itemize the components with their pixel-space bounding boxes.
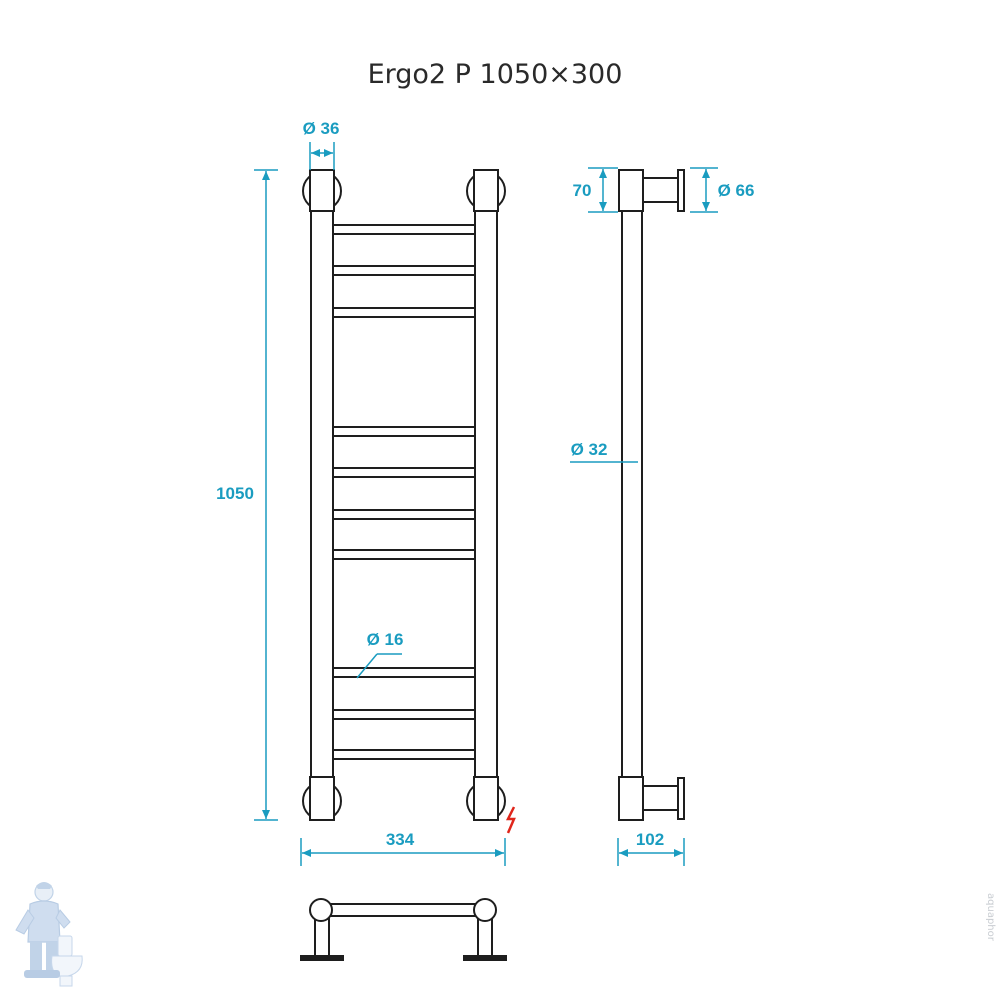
- rung: [329, 509, 477, 520]
- top-pipe: [473, 898, 497, 922]
- top-leg: [314, 918, 330, 958]
- right-pipe: [474, 169, 498, 821]
- pipe-cap: [618, 776, 644, 821]
- rung: [329, 426, 477, 437]
- front-view: Ø 36 1050 Ø 16 334: [216, 119, 516, 866]
- side-pipe: [621, 169, 643, 821]
- rung: [329, 467, 477, 478]
- flange-diameter-label: Ø 66: [718, 181, 755, 200]
- side-view: 70 Ø 66 Ø 32 102: [570, 167, 755, 866]
- depth-label: 102: [636, 830, 664, 849]
- top-flange: [300, 955, 344, 961]
- wall-flange: [677, 169, 685, 212]
- rung: [329, 667, 477, 678]
- watermark: aquaphor: [985, 893, 996, 942]
- side-pipe-diameter-label: Ø 32: [571, 440, 608, 459]
- height-label: 1050: [216, 484, 254, 503]
- rung: [329, 265, 477, 276]
- wall-bracket: [642, 177, 679, 203]
- wall-bracket: [642, 785, 679, 811]
- rung: [329, 749, 477, 760]
- plumber-mascot-icon: [15, 882, 83, 987]
- bracket-offset-label: 70: [573, 181, 592, 200]
- rungs: [329, 224, 477, 760]
- rung: [329, 549, 477, 560]
- pipe-cap: [618, 169, 644, 212]
- rung: [329, 307, 477, 318]
- top-pipe: [309, 898, 333, 922]
- rung: [329, 224, 477, 235]
- pipe-cap: [309, 776, 335, 821]
- pipe-cap: [309, 169, 335, 212]
- electric-power-icon: [505, 806, 516, 834]
- wall-flange: [677, 777, 685, 820]
- width-label: 334: [386, 830, 415, 849]
- left-pipe: [310, 169, 334, 821]
- pipe-cap: [473, 776, 499, 821]
- pipe-diameter-label: Ø 36: [303, 119, 340, 138]
- page-title: Ergo2 P 1050×300: [368, 59, 623, 90]
- top-rung: [330, 903, 477, 917]
- top-flange: [463, 955, 507, 961]
- top-leg: [477, 918, 493, 958]
- pipe-cap: [473, 169, 499, 212]
- rung: [329, 709, 477, 720]
- top-view: [300, 898, 507, 961]
- rung-diameter-label: Ø 16: [367, 630, 404, 649]
